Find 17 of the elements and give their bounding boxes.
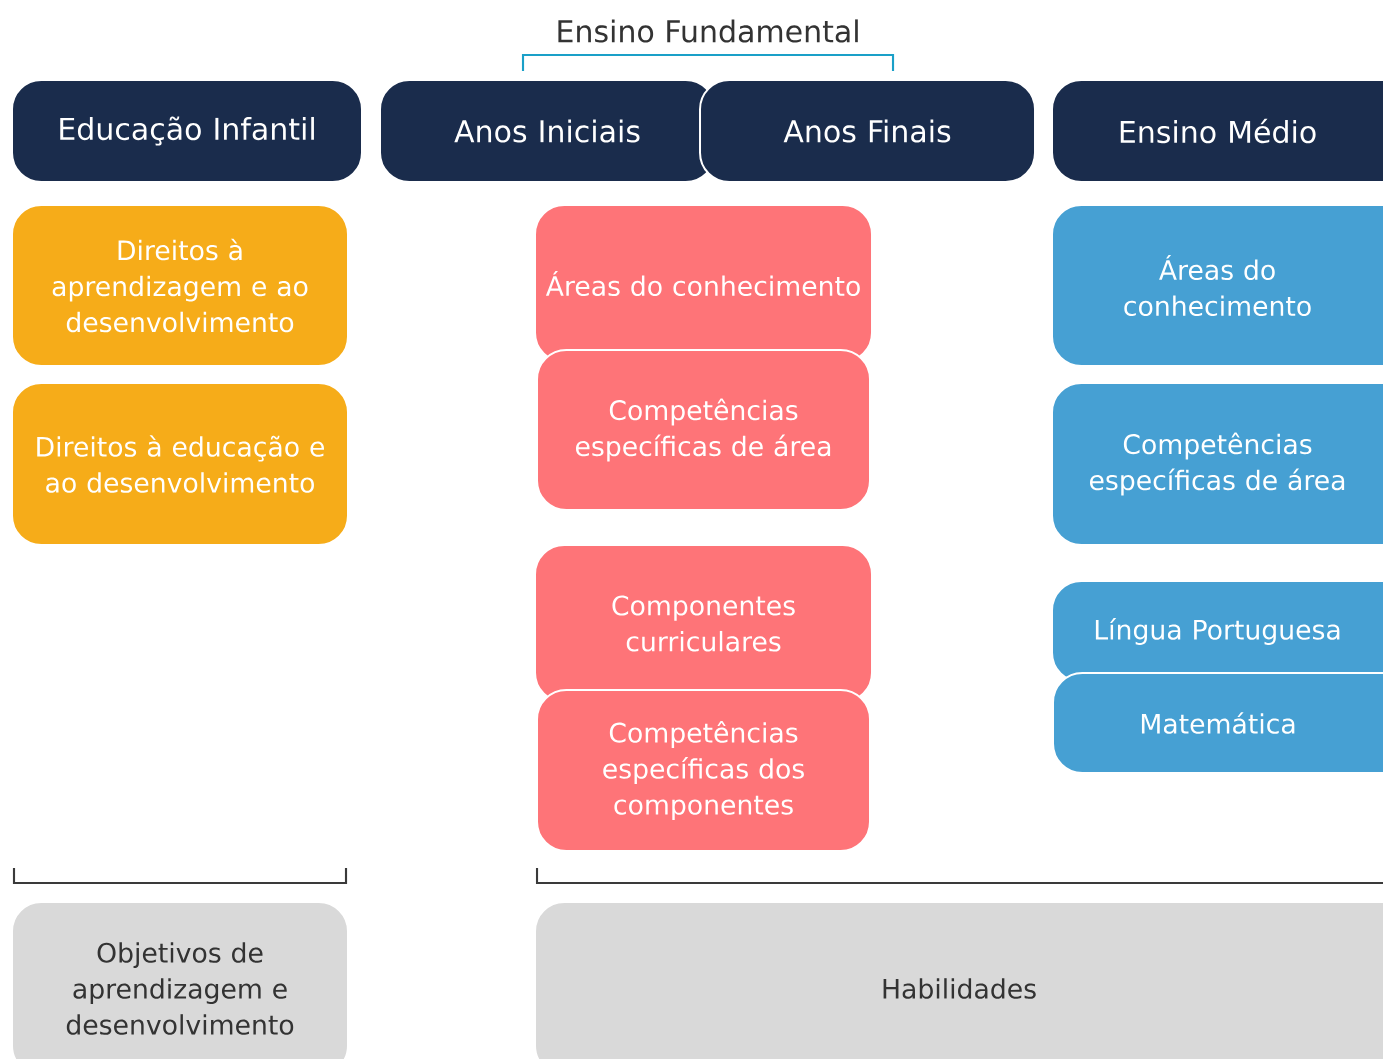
header-box: Educação Infantil	[11, 79, 363, 183]
category-box: Componentes curriculares	[534, 544, 873, 703]
outcome-box: Habilidades	[534, 901, 1383, 1059]
category-box: Direitos à aprendizagem e ao desenvolvimento	[11, 204, 349, 367]
category-box: Competências específicas de área	[1051, 382, 1383, 546]
node-label: Língua Portuguesa	[1095, 618, 1340, 645]
heading: Ensino Fundamental	[558, 19, 858, 43]
category-box: Competências específicas dos componentes	[536, 689, 871, 852]
header-box: Anos Finais	[699, 79, 1036, 183]
category-box: Matemática	[1052, 672, 1383, 774]
category-box: Áreas do conhecimento	[1051, 204, 1383, 367]
header-box: Ensino Médio	[1051, 79, 1383, 183]
category-box: Áreas do conhecimento	[534, 204, 873, 363]
header-box: Anos Iniciais	[379, 79, 716, 183]
category-box: Direitos à educação e ao desenvolvimento	[11, 382, 349, 546]
outcome-box: Objetivos de aprendizagem e desenvolvimento	[11, 901, 349, 1059]
category-box: Competências específicas de área	[536, 349, 871, 511]
